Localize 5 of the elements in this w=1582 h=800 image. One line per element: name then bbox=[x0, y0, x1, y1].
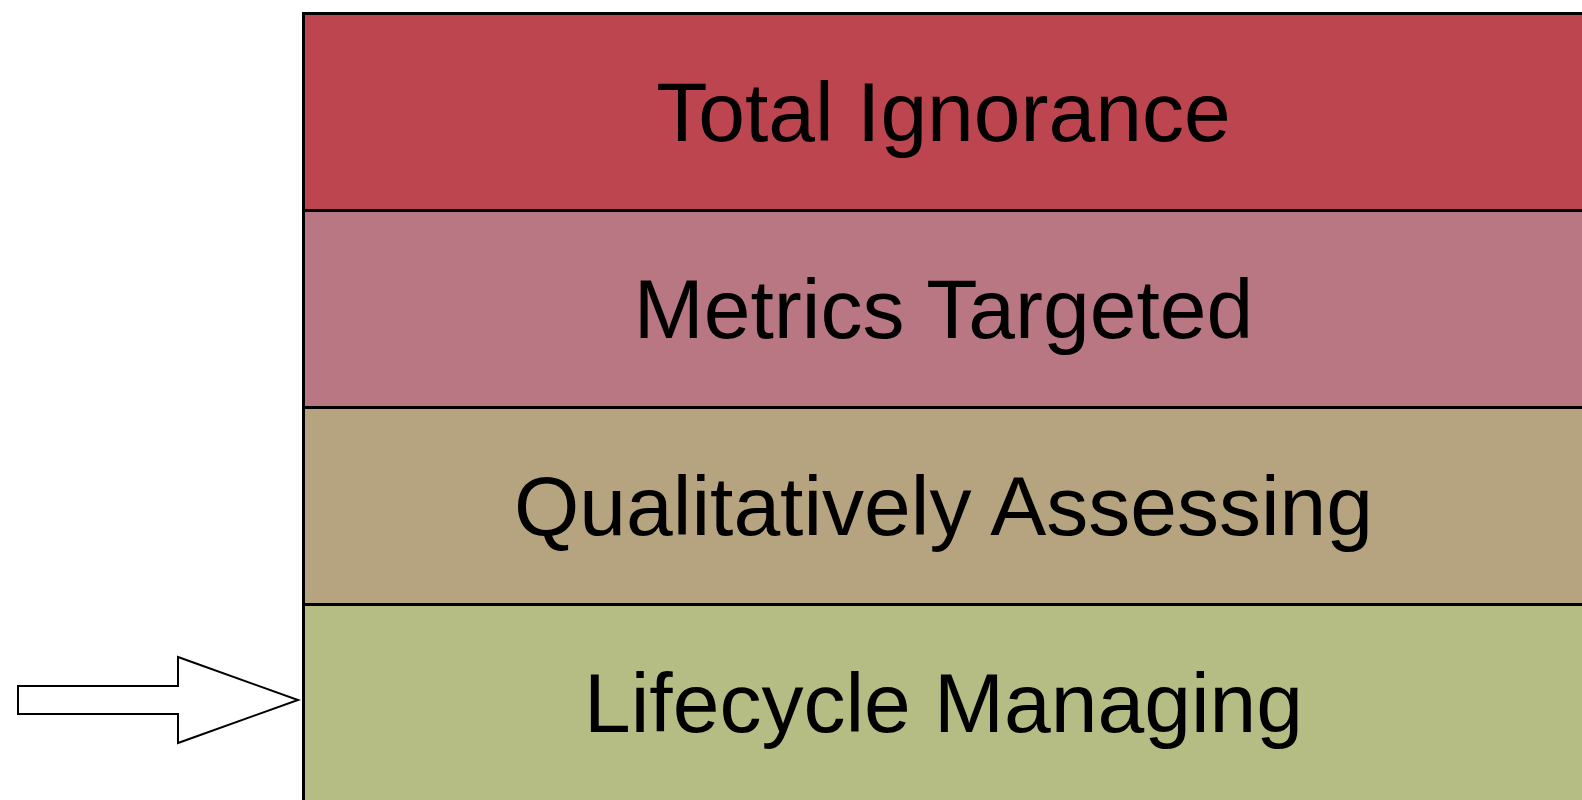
level-band bbox=[302, 12, 1582, 209]
block-arrow bbox=[17, 655, 301, 745]
level-band bbox=[302, 209, 1582, 406]
level-band bbox=[302, 603, 1582, 800]
level-band bbox=[302, 406, 1582, 603]
